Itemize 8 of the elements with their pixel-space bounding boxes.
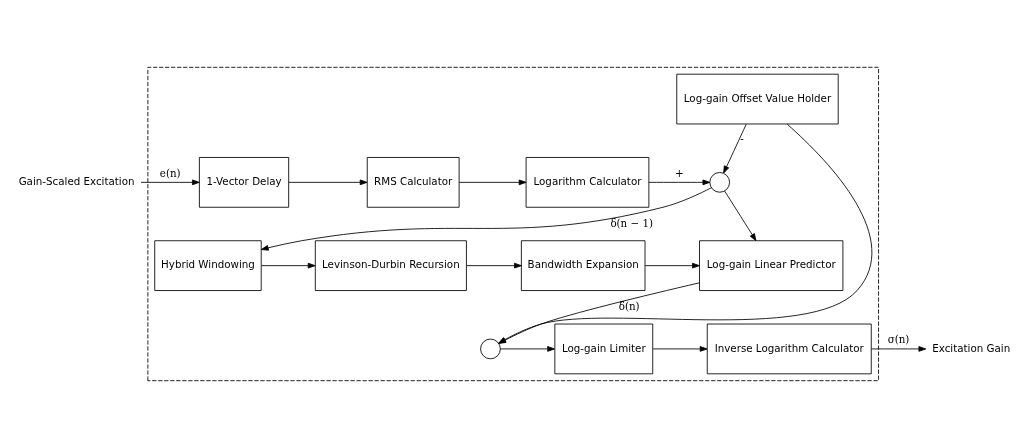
edge-label: + bbox=[675, 166, 684, 179]
node-text: Excitation Gain bbox=[932, 341, 1011, 354]
node-text: Gain-Scaled Excitation bbox=[18, 175, 135, 188]
edge-label: δ̂(n) bbox=[618, 299, 640, 312]
edge-label: δ(n − 1) bbox=[610, 216, 653, 229]
edge-label: - bbox=[740, 133, 744, 146]
edge-label: e(n) bbox=[159, 166, 181, 179]
edge-label: σ(n) bbox=[887, 333, 910, 346]
